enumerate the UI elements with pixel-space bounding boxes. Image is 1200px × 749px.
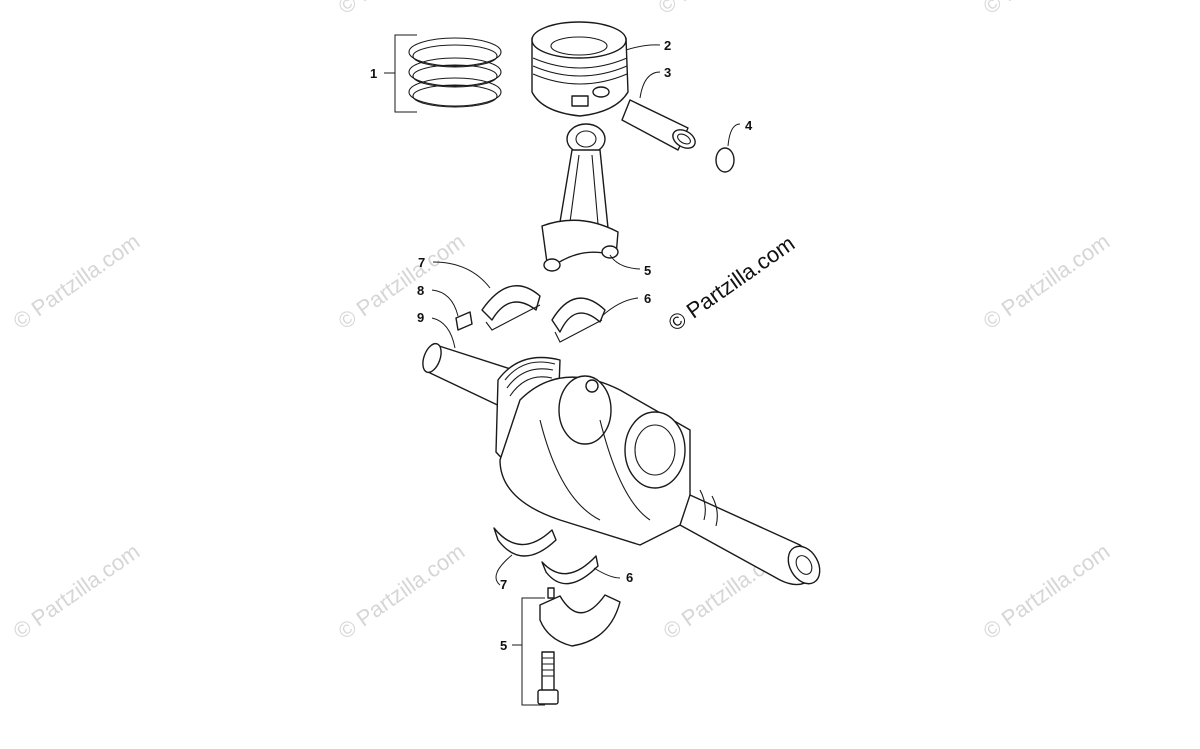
- copyright-label: © Partzilla.com: [664, 231, 800, 337]
- crankshaft: [422, 342, 821, 586]
- callout-9: 9: [417, 310, 424, 325]
- watermark: © Partzilla.com: [979, 539, 1115, 645]
- callout-5-bottom: 5: [500, 638, 507, 653]
- main-bearing-upper-right: [551, 297, 606, 343]
- callout-4: 4: [745, 118, 753, 133]
- woodruff-key: [455, 311, 473, 331]
- connecting-rod: [541, 123, 619, 272]
- callout-6-bottom: 6: [626, 570, 633, 585]
- watermark: © Partzilla.com: [979, 229, 1115, 335]
- watermark: © Partzilla.com: [9, 539, 145, 645]
- main-bearing-upper-left: [481, 285, 541, 331]
- callout-7-top: 7: [418, 255, 425, 270]
- callout-2: 2: [664, 38, 671, 53]
- callout-5: 5: [644, 263, 651, 278]
- main-bearing-lower-left: [493, 527, 557, 557]
- watermark: © Partzilla.com: [9, 229, 145, 335]
- callout-6-top: 6: [644, 291, 651, 306]
- callout-8: 8: [417, 283, 424, 298]
- piston: [531, 21, 629, 117]
- callout-1: 1: [370, 66, 377, 81]
- piston-rings: [408, 37, 502, 108]
- watermark: © Partzilla.com: [979, 0, 1115, 19]
- rod-cap: [539, 587, 621, 647]
- watermark: © Partzilla.com: [334, 539, 470, 645]
- watermark: © Partzilla.com: [334, 229, 470, 335]
- piston-pin: [621, 99, 696, 151]
- circlip: [715, 147, 735, 173]
- rod-bolt: [537, 651, 559, 705]
- callout-3: 3: [664, 65, 671, 80]
- watermark: © Partzilla.com: [334, 0, 470, 19]
- main-bearing-lower-right: [541, 555, 599, 585]
- watermark: © Partzilla.com: [654, 0, 790, 19]
- callout-7-bottom: 7: [500, 577, 507, 592]
